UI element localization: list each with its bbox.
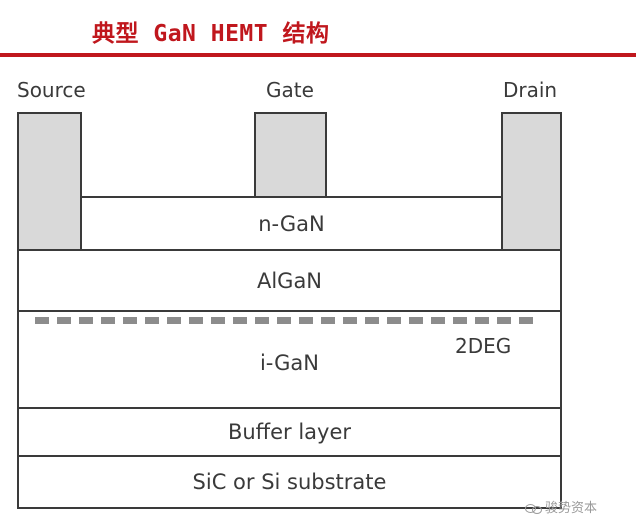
2deg-dash: [35, 317, 49, 324]
source-contact: [17, 112, 82, 251]
i-gan-layer: i-GaN: [17, 310, 562, 409]
2deg-dash: [299, 317, 313, 324]
2deg-dash: [475, 317, 489, 324]
substrate-layer-label: SiC or Si substrate: [192, 470, 387, 494]
2deg-dash: [453, 317, 467, 324]
2deg-dash: [409, 317, 423, 324]
gate-label: Gate: [266, 78, 314, 102]
2deg-dash: [189, 317, 203, 324]
2deg-dash: [145, 317, 159, 324]
2deg-dash: [387, 317, 401, 324]
2deg-dash: [277, 317, 291, 324]
2deg-dash: [57, 317, 71, 324]
2deg-dash: [431, 317, 445, 324]
n-gan-layer-label: n-GaN: [258, 211, 325, 236]
drain-label: Drain: [503, 78, 558, 102]
2deg-dash: [365, 317, 379, 324]
page-title: 典型 GaN HEMT 结构: [92, 21, 330, 47]
2deg-dash: [343, 317, 357, 324]
2deg-dash: [123, 317, 137, 324]
watermark: 骏势资本: [525, 497, 597, 516]
2deg-dash: [211, 317, 225, 324]
i-gan-layer-label: i-GaN: [259, 350, 320, 375]
title-divider: [0, 53, 636, 57]
algan-layer: AlGaN: [17, 249, 562, 312]
2deg-label: 2DEG: [455, 334, 512, 358]
algan-layer-label: AlGaN: [256, 268, 323, 293]
source-label: Source: [17, 78, 86, 102]
n-gan-layer: n-GaN: [80, 196, 503, 251]
gate-contact: [254, 112, 327, 198]
buffer-layer-label: Buffer layer: [227, 420, 352, 444]
wechat-icon: [525, 503, 543, 515]
watermark-text: 骏势资本: [545, 501, 598, 516]
2deg-dash: [233, 317, 247, 324]
2deg-dash: [519, 317, 533, 324]
2deg-dash: [167, 317, 181, 324]
substrate-layer: SiC or Si substrate: [17, 455, 562, 509]
drain-contact: [501, 112, 562, 251]
2deg-dash: [79, 317, 93, 324]
2deg-dash: [101, 317, 115, 324]
2deg-dash: [255, 317, 269, 324]
buffer-layer: Buffer layer: [17, 407, 562, 457]
2deg-dash: [497, 317, 511, 324]
2deg-dash: [321, 317, 335, 324]
